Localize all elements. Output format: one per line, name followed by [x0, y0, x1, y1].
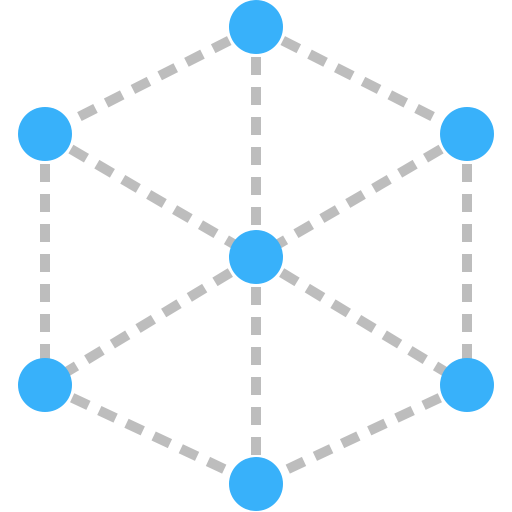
node-upper-left [18, 107, 72, 161]
edge-lower-right-bottom [253, 380, 470, 489]
edges-layer [40, 22, 472, 489]
edge-top-upper-left [42, 22, 259, 139]
edge-top-upper-right [253, 22, 470, 139]
node-center [229, 230, 283, 284]
node-lower-right [440, 358, 494, 412]
nodes-layer [18, 0, 494, 511]
node-upper-right [440, 107, 494, 161]
node-lower-left [18, 358, 72, 412]
edge-center-lower-right [253, 252, 470, 390]
node-bottom [229, 457, 283, 511]
edge-lower-left-bottom [42, 380, 259, 489]
edge-center-lower-left [42, 252, 259, 390]
edge-upper-right-center [253, 129, 470, 262]
edge-upper-left-center [42, 129, 259, 262]
node-top [229, 0, 283, 54]
